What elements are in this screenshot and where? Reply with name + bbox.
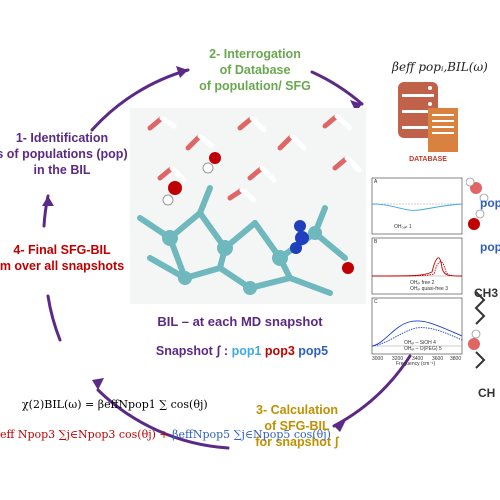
database-label: DATABASE <box>409 156 447 163</box>
tick-4: 3600 <box>432 356 444 362</box>
panel-b-legend2: OHₑₗ quasi-free 3 <box>410 286 448 292</box>
ch3-label: CH3 <box>474 286 499 300</box>
snapshot-label: Snapshot ʃ : <box>155 344 229 358</box>
panel-c-curve-1 <box>371 320 463 347</box>
right-pop-label-b: pop <box>480 240 500 254</box>
panel-c-curve-2 <box>371 327 463 347</box>
pop5-label: pop5 <box>298 344 329 358</box>
panel-b-curve-2 <box>371 261 463 277</box>
arrow-head-1 <box>176 66 188 78</box>
molecule-render <box>130 108 366 304</box>
step2-line1: 2- Interrogation <box>209 47 301 61</box>
arrow-head-2 <box>350 100 362 112</box>
ch-label: CH <box>478 386 496 400</box>
arrow-head-3 <box>334 420 346 432</box>
spectra-panels: A B C OH₀ₐₙ 1 OHₑₗ free 2 OHₑₗ quasi-fre… <box>364 176 464 367</box>
panel-b-legend1: OHₑₗ free 2 <box>410 280 435 286</box>
tick-1: 3000 <box>372 356 384 362</box>
pop3-label: pop3 <box>264 344 295 358</box>
equation-line2: eff Npop3 ∑j∈Npop3 cos(θj) + βeffNpop5 ∑… <box>0 428 331 441</box>
equation-line1: χ(2)BIL(ω) = βeffNpop1 ∑ cos(θj) <box>22 398 208 411</box>
panel-b-letter: B <box>374 239 378 245</box>
panel-xlabel: Frequency (cm⁻¹) <box>396 361 436 367</box>
arc-step3-to-equation <box>96 388 230 450</box>
spectra-svg <box>371 177 463 355</box>
highlight-pop5-molecule <box>295 231 309 245</box>
panel-a-letter: A <box>374 179 378 185</box>
panel-b-frame <box>371 237 463 295</box>
step4-label: 4- Final SFG-BIL m over all snapshots <box>0 242 142 274</box>
right-pop-label-a: pop <box>480 196 500 210</box>
panel-a-curve <box>371 203 463 211</box>
arrow-head-4 <box>92 378 104 390</box>
step1-line3: in the BIL <box>33 163 91 177</box>
arc-step1-to-step2 <box>90 68 190 132</box>
arc-step2-to-database <box>310 70 364 106</box>
step1-line1: 1- Identification <box>15 131 109 145</box>
beta-formula: βeff popᵢ,BIL(ω) <box>392 60 488 74</box>
panel-a-frame <box>371 177 463 235</box>
equation-line2-red: eff Npop3 ∑j∈Npop3 cos(θj) + <box>0 428 169 441</box>
highlight-pop3-molecule <box>168 181 182 195</box>
panel-c-frame <box>371 297 463 355</box>
arrow-head-5 <box>42 196 54 206</box>
sfg-equation: χ(2)BIL(ω) = βeffNpop1 ∑ cos(θj) eff Npo… <box>0 394 331 474</box>
step4-line1: 4- Final SFG-BIL <box>13 243 111 257</box>
bil-caption: BIL – at each MD snapshot <box>157 314 323 329</box>
step1-line2: s of populations (pop) <box>0 147 128 161</box>
step3-line3: for snapshot ʃ <box>255 435 339 449</box>
panel-c-legend1: OHₑₗ – SiOH 4 <box>404 340 436 346</box>
pop1-label: pop1 <box>231 344 262 358</box>
database-icon <box>398 82 458 152</box>
tick-2: 3200 <box>392 356 404 362</box>
step3-label: 3- Calculation of SFG-BIL for snapshot ʃ <box>232 402 362 450</box>
arc-panels-to-step3 <box>332 354 412 428</box>
equation-line2-blue: βeffNpop5 ∑j∈Npop5 cos(θj) <box>172 428 331 441</box>
step4-line2: m over all snapshots <box>0 259 125 273</box>
tick-3: 3400 <box>412 356 424 362</box>
tick-5: 3800 <box>450 356 462 362</box>
step2-label: 2- Interrogation of Database of populati… <box>150 46 360 94</box>
panel-a-legend: OH₀ₐₙ 1 <box>394 224 412 230</box>
step2-line2: of Database <box>219 63 291 77</box>
panel-c-letter: C <box>374 299 378 305</box>
water-molecule-icon <box>466 177 489 369</box>
step3-line1: 3- Calculation <box>256 403 338 417</box>
step2-line3: of population/ SFG <box>199 79 311 93</box>
snapshot-populations: Snapshot ʃ : pop1 pop3 pop5 <box>132 344 352 358</box>
arc-equation-to-step4 <box>46 294 62 342</box>
panel-c-legend2: OHₑₗ – O(PEG) 5 <box>404 346 442 352</box>
step1-label: 1- Identification s of populations (pop)… <box>0 130 142 178</box>
step3-line2: of SFG-BIL <box>264 419 330 433</box>
